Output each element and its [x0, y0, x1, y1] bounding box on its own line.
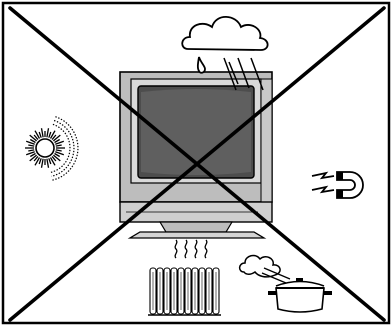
- sun-ray: [40, 158, 44, 168]
- sun-ray: [29, 154, 38, 162]
- heat-waves: [174, 239, 208, 259]
- sun-ray: [33, 155, 39, 162]
- sun-ray: [28, 149, 35, 152]
- sun-ray: [55, 151, 65, 156]
- prohibition-cross-icon: [8, 6, 386, 322]
- sun-ray: [49, 130, 56, 139]
- sun-ray: [29, 152, 36, 158]
- rain-streak: [250, 57, 264, 91]
- sun-ray: [38, 131, 42, 138]
- radiator-icon: [148, 267, 221, 316]
- sun-ray: [29, 138, 36, 144]
- sun-ray: [46, 158, 50, 168]
- sun-ray: [29, 134, 38, 142]
- heat-arc: [52, 116, 79, 181]
- sun-ray: [40, 128, 44, 138]
- sun-ray: [52, 134, 61, 142]
- sun-ray: [52, 154, 61, 162]
- sun-ray: [46, 128, 50, 138]
- steam-line: [263, 267, 291, 280]
- sun-ray: [55, 149, 62, 152]
- cooking-pot-steam-icon: [238, 254, 332, 313]
- lightning-bolt: [311, 171, 335, 180]
- sun-ray: [28, 144, 35, 147]
- sun-ray: [49, 157, 56, 166]
- lightning-bolt: [311, 185, 335, 194]
- rain-streak: [228, 61, 239, 85]
- sun-ray: [54, 152, 61, 158]
- tv-monitor-icon: [119, 71, 273, 239]
- sun-ray: [55, 144, 62, 147]
- sun-ray: [34, 130, 41, 139]
- rain-streak: [237, 57, 250, 89]
- water-drop: [196, 56, 206, 74]
- magnet-icon: [311, 171, 364, 199]
- sun-ray: [33, 134, 39, 141]
- steam-cloud: [238, 254, 281, 278]
- sun-ray: [48, 131, 52, 138]
- rain-cloud-icon: [181, 15, 269, 91]
- sun-ray: [38, 158, 42, 165]
- rain-streak: [223, 57, 237, 91]
- sun-ray: [55, 140, 65, 145]
- sun-ray: [25, 151, 35, 156]
- sun-ray: [25, 140, 35, 145]
- heat-arc: [51, 119, 75, 177]
- sun-icon: [25, 116, 79, 181]
- sun-ray: [51, 155, 57, 162]
- steam-line: [261, 272, 287, 284]
- sun-ray: [54, 138, 61, 144]
- sun-ray: [34, 157, 41, 166]
- sun-ray: [51, 134, 57, 141]
- sun-ray: [48, 158, 52, 165]
